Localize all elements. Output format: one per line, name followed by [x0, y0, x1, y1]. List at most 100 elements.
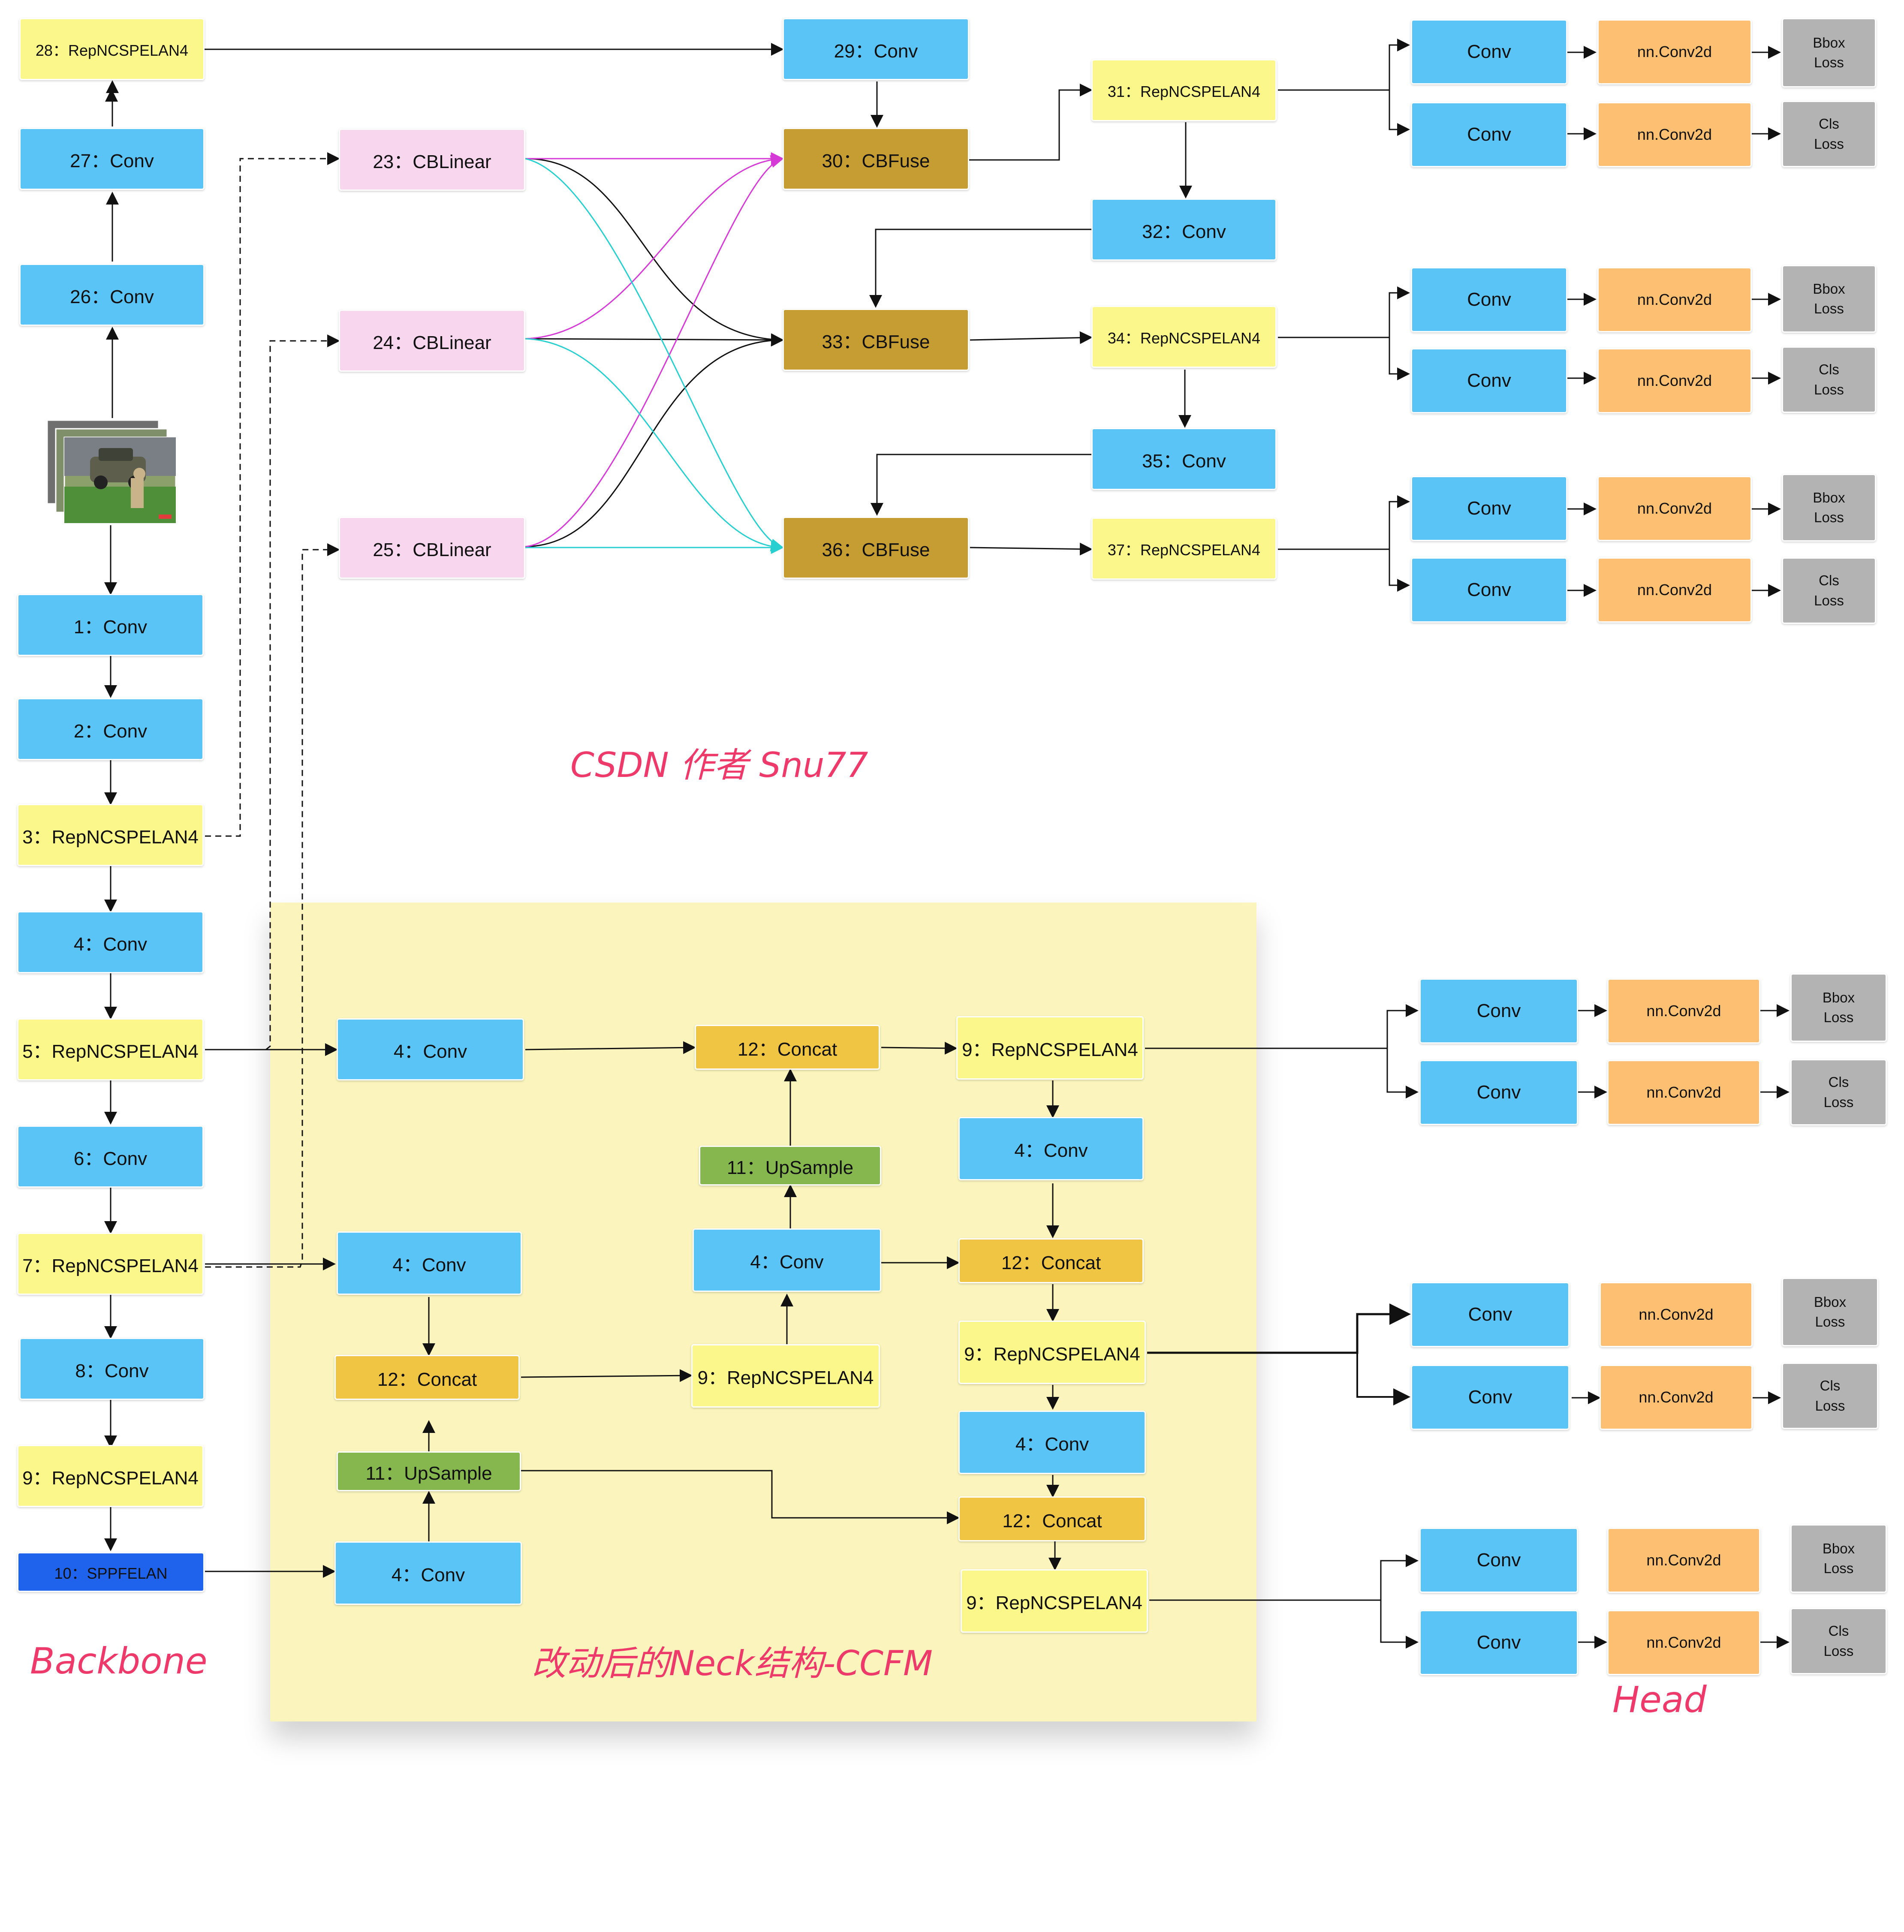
node-label: 33：CBFuse [822, 331, 930, 352]
head-conv: Conv [1411, 1365, 1570, 1430]
node-label: 4：Conv [392, 1255, 466, 1276]
neck-conv-right-1: 4：Conv [958, 1117, 1144, 1180]
node-label: nn.Conv2d [1639, 1306, 1714, 1323]
head-conv: Conv [1411, 348, 1567, 413]
neck-repncspelan4-p3: 9：RepNCSPELAN4 [956, 1016, 1144, 1080]
backbone-node-5: 5：RepNCSPELAN4 [17, 1018, 204, 1080]
watermark-label: CSDN 作者 Snu77 [570, 745, 868, 785]
node-label: 7：RepNCSPELAN4 [22, 1255, 199, 1276]
node-label: 9：RepNCSPELAN4 [962, 1039, 1138, 1060]
node-label: nn.Conv2d [1646, 1634, 1721, 1651]
head-conv2d: nn.Conv2d [1600, 1365, 1753, 1430]
node-label: Cls Loss [1815, 1378, 1845, 1414]
conv-35: 35：Conv [1091, 428, 1277, 490]
neck-repncspelan4-p5: 9：RepNCSPELAN4 [961, 1569, 1148, 1633]
head-conv2d: nn.Conv2d [1597, 102, 1752, 167]
bbox-loss: Bbox Loss [1782, 474, 1876, 542]
cblinear-23: 23：CBLinear [339, 129, 525, 191]
input-image-stack [43, 418, 184, 527]
node-label: 8：Conv [75, 1360, 149, 1381]
node-label: 27：Conv [70, 150, 154, 172]
node-label: 12：Concat [737, 1038, 838, 1060]
head-conv2d: nn.Conv2d [1607, 1060, 1760, 1125]
node-label: nn.Conv2d [1646, 1551, 1721, 1569]
node-label: 9：RepNCSPELAN4 [966, 1592, 1142, 1613]
node-label: nn.Conv2d [1639, 1388, 1714, 1406]
node-label: Cls Loss [1823, 1623, 1854, 1659]
node-label: 29：Conv [834, 40, 918, 62]
conv-29: 29：Conv [783, 18, 969, 80]
head-conv: Conv [1411, 102, 1567, 167]
head-conv2d: nn.Conv2d [1597, 267, 1752, 332]
head-conv2d: nn.Conv2d [1597, 19, 1752, 84]
neck-label: 改动后的Neck结构-CCFM [532, 1643, 933, 1683]
node-label: 5：RepNCSPELAN4 [22, 1041, 199, 1062]
neck-concat-right-2: 12：Concat [958, 1496, 1146, 1541]
head-conv2d: nn.Conv2d [1607, 978, 1760, 1044]
node-label: 12：Concat [377, 1369, 477, 1390]
node-label: nn.Conv2d [1637, 126, 1712, 143]
node-label: Conv [1467, 41, 1511, 62]
node-label: 4：Conv [750, 1252, 824, 1273]
neck-concat-left: 12：Concat [334, 1355, 520, 1400]
node-label: Conv [1476, 1082, 1521, 1103]
node-label: 35：Conv [1142, 450, 1226, 472]
repncspelan4-37: 37：RepNCSPELAN4 [1091, 518, 1277, 580]
bbox-loss: Bbox Loss [1782, 265, 1876, 333]
node-label: 6：Conv [73, 1148, 148, 1169]
head-conv2d: nn.Conv2d [1607, 1528, 1760, 1593]
node-label: 9：RepNCSPELAN4 [697, 1367, 874, 1388]
neck-conv-bottom: 4：Conv [334, 1541, 522, 1605]
node-label: 26：Conv [70, 286, 154, 307]
head-label: Head [1612, 1679, 1707, 1721]
node-label: Cls Loss [1823, 1074, 1854, 1110]
node-label: nn.Conv2d [1637, 43, 1712, 60]
node-label: nn.Conv2d [1637, 581, 1712, 599]
node-label: 31：RepNCSPELAN4 [1107, 82, 1261, 100]
node-label: Conv [1476, 1632, 1521, 1653]
head-conv2d: nn.Conv2d [1597, 348, 1752, 413]
head-conv2d: nn.Conv2d [1597, 476, 1752, 541]
node-label: 32：Conv [1142, 221, 1226, 242]
node-label: 9：RepNCSPELAN4 [964, 1344, 1140, 1365]
node-label: 4：Conv [391, 1565, 465, 1586]
backbone-label: Backbone [30, 1640, 208, 1682]
node-label: 4：Conv [1014, 1140, 1088, 1161]
cbfuse-36: 36：CBFuse [783, 517, 969, 579]
cblinear-24: 24：CBLinear [339, 310, 525, 372]
backbone-node-10: 10：SPPFELAN [17, 1552, 205, 1592]
node-label: 2：Conv [73, 720, 148, 742]
head-conv: Conv [1411, 476, 1567, 541]
node-label: Cls Loss [1814, 361, 1844, 397]
cbfuse-33: 33：CBFuse [783, 309, 969, 371]
neck-concat-top: 12：Concat [695, 1025, 880, 1070]
node-label: Conv [1467, 579, 1511, 600]
head-conv: Conv [1411, 557, 1567, 623]
bbox-loss: Bbox Loss [1790, 973, 1887, 1042]
node-label: Bbox Loss [1813, 489, 1845, 525]
node-label: nn.Conv2d [1646, 1002, 1721, 1020]
node-label: Cls Loss [1814, 116, 1844, 152]
node-label: Conv [1467, 289, 1511, 310]
cls-loss: Cls Loss [1782, 1363, 1878, 1429]
node-label: Bbox Loss [1822, 989, 1855, 1025]
neck-upsample-bottom: 11：UpSample [337, 1451, 521, 1491]
node-label: 25：CBLinear [373, 539, 491, 560]
neck-upsample-top: 11：UpSample [699, 1146, 881, 1186]
neck-repncspelan4-p4: 9：RepNCSPELAN4 [958, 1321, 1146, 1384]
head-conv2d: nn.Conv2d [1607, 1610, 1760, 1675]
backbone-node-1: 1：Conv [17, 594, 204, 656]
node-label: Bbox Loss [1814, 1294, 1847, 1330]
cls-loss: Cls Loss [1790, 1608, 1887, 1674]
head-conv: Conv [1419, 1528, 1578, 1593]
repncspelan4-31: 31：RepNCSPELAN4 [1091, 59, 1277, 121]
node-label: 3：RepNCSPELAN4 [22, 826, 199, 848]
cblinear-25: 25：CBLinear [339, 517, 525, 579]
node-label: Conv [1468, 1387, 1512, 1408]
head-conv: Conv [1411, 19, 1567, 84]
node-label: Conv [1467, 124, 1511, 145]
node-label: 30：CBFuse [822, 150, 930, 172]
node-label: 4：Conv [393, 1041, 467, 1062]
backbone-node-26: 26：Conv [19, 264, 205, 326]
bbox-loss: Bbox Loss [1790, 1524, 1887, 1593]
